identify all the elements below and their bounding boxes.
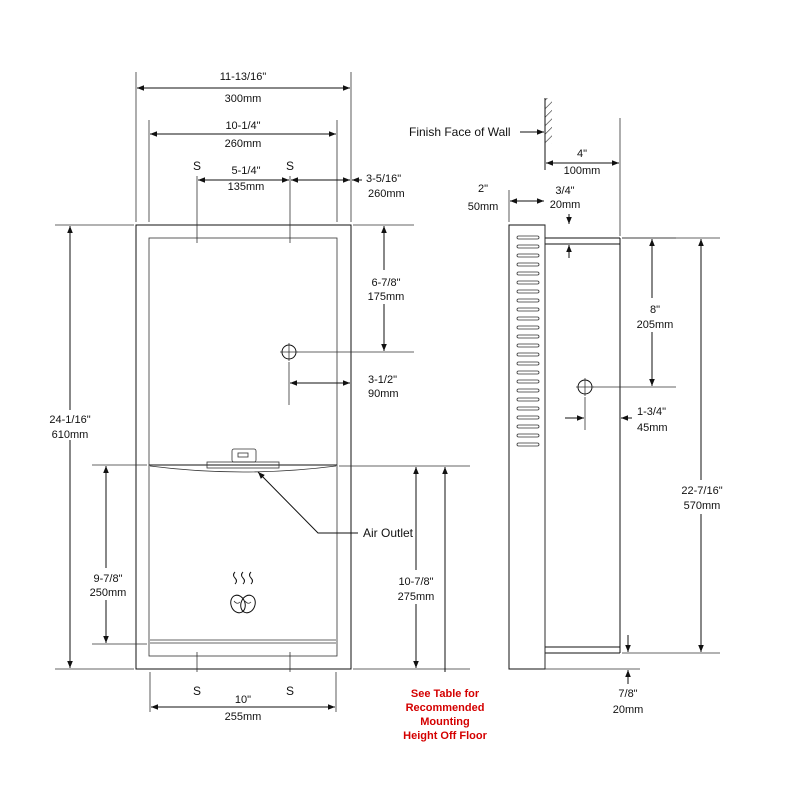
sensor-side-metric: 90mm bbox=[368, 388, 399, 400]
lower-right-height-metric: 275mm bbox=[398, 591, 435, 603]
sensor-wall-imperial: 1-3/4" bbox=[637, 406, 666, 418]
side-view: Finish Face of Wall 4" 100mm 2" 50mm 3/4… bbox=[409, 98, 728, 716]
hand-dryer-icon bbox=[230, 571, 256, 614]
vent-slot bbox=[516, 253, 540, 258]
side-sensor-top-metric: 205mm bbox=[637, 319, 674, 331]
stud-spacing-metric: 135mm bbox=[228, 181, 265, 193]
vent-slot bbox=[516, 442, 540, 447]
vent-slot bbox=[516, 424, 540, 429]
projection-metric: 50mm bbox=[468, 201, 499, 213]
lower-left-height-metric: 250mm bbox=[90, 587, 127, 599]
inner-panel bbox=[148, 237, 338, 657]
mounting-note-line-4: Height Off Floor bbox=[403, 730, 487, 742]
bottom-width-metric: 255mm bbox=[225, 711, 262, 723]
stud-spacing-imperial: 5-1/4" bbox=[232, 165, 261, 177]
inner-height-metric: 570mm bbox=[684, 500, 721, 512]
vent-slot bbox=[516, 397, 540, 402]
vent-slot bbox=[516, 352, 540, 357]
vent-slot bbox=[516, 307, 540, 312]
vent-slot bbox=[516, 433, 540, 438]
vent-slot bbox=[516, 316, 540, 321]
side-flange bbox=[508, 224, 546, 670]
bottom-lip-imperial: 7/8" bbox=[618, 688, 637, 700]
projection-imperial: 2" bbox=[478, 183, 488, 195]
vent-slot bbox=[516, 289, 540, 294]
vent-slot bbox=[516, 325, 540, 330]
sensor-top-imperial: 6-7/8" bbox=[372, 277, 401, 289]
vent-slot bbox=[516, 280, 540, 285]
vent-slot bbox=[516, 271, 540, 276]
vent-slot bbox=[516, 370, 540, 375]
vent-slot bbox=[516, 334, 540, 339]
bottom-width-imperial: 10" bbox=[235, 694, 251, 706]
sensor-side-imperial: 3-1/2" bbox=[368, 374, 397, 386]
vent-slot bbox=[516, 262, 540, 267]
mounting-note-line-3: Mounting bbox=[420, 716, 469, 728]
overall-width-imperial: 11-13/16" bbox=[220, 71, 267, 83]
vent-slot bbox=[516, 379, 540, 384]
stud-label-top-left: S bbox=[193, 159, 201, 173]
stud-offset-metric: 260mm bbox=[368, 188, 405, 200]
mounting-note-line-2: Recommended bbox=[406, 702, 485, 714]
vent-slots bbox=[516, 235, 540, 447]
bottom-lip-metric: 20mm bbox=[613, 704, 644, 716]
wall-label: Finish Face of Wall bbox=[409, 125, 511, 139]
flange-metric: 20mm bbox=[550, 199, 581, 211]
sensor-icon bbox=[280, 343, 298, 361]
lower-right-height-imperial: 10-7/8" bbox=[398, 576, 433, 588]
front-view: 11-13/16" 300mm 10-1/4" 260mm S S 5-1/4"… bbox=[48, 71, 488, 742]
vent-slot bbox=[516, 415, 540, 420]
inner-height-imperial: 22-7/16" bbox=[681, 485, 722, 497]
stud-offset-imperial: 3-5/16" bbox=[366, 173, 401, 185]
overall-width-metric: 300mm bbox=[225, 93, 262, 105]
flange-imperial: 3/4" bbox=[555, 185, 574, 197]
sensor-wall-metric: 45mm bbox=[637, 422, 668, 434]
stud-label-bottom-left: S bbox=[193, 684, 201, 698]
air-outlet-label: Air Outlet bbox=[363, 526, 414, 540]
stud-label-bottom-right: S bbox=[286, 684, 294, 698]
inner-width-imperial: 10-1/4" bbox=[225, 120, 260, 132]
overall-height-metric: 610mm bbox=[52, 429, 89, 441]
depth-imperial: 4" bbox=[577, 148, 587, 160]
vent-slot bbox=[516, 235, 540, 240]
overall-height-imperial: 24-1/16" bbox=[49, 414, 90, 426]
vent-slot bbox=[516, 244, 540, 249]
sensor-top-metric: 175mm bbox=[368, 291, 405, 303]
lower-left-height-imperial: 9-7/8" bbox=[94, 573, 123, 585]
depth-metric: 100mm bbox=[564, 165, 601, 177]
vent-slot bbox=[516, 388, 540, 393]
side-sensor-top-imperial: 8" bbox=[650, 304, 660, 316]
stud-label-top-right: S bbox=[286, 159, 294, 173]
inner-width-metric: 260mm bbox=[225, 138, 262, 150]
side-sensor-icon bbox=[576, 378, 594, 396]
mounting-note-line-1: See Table for bbox=[411, 688, 480, 700]
vent-slot bbox=[516, 406, 540, 411]
vent-slot bbox=[516, 343, 540, 348]
outer-frame bbox=[135, 224, 352, 670]
vent-slot bbox=[516, 361, 540, 366]
vent-slot bbox=[516, 298, 540, 303]
